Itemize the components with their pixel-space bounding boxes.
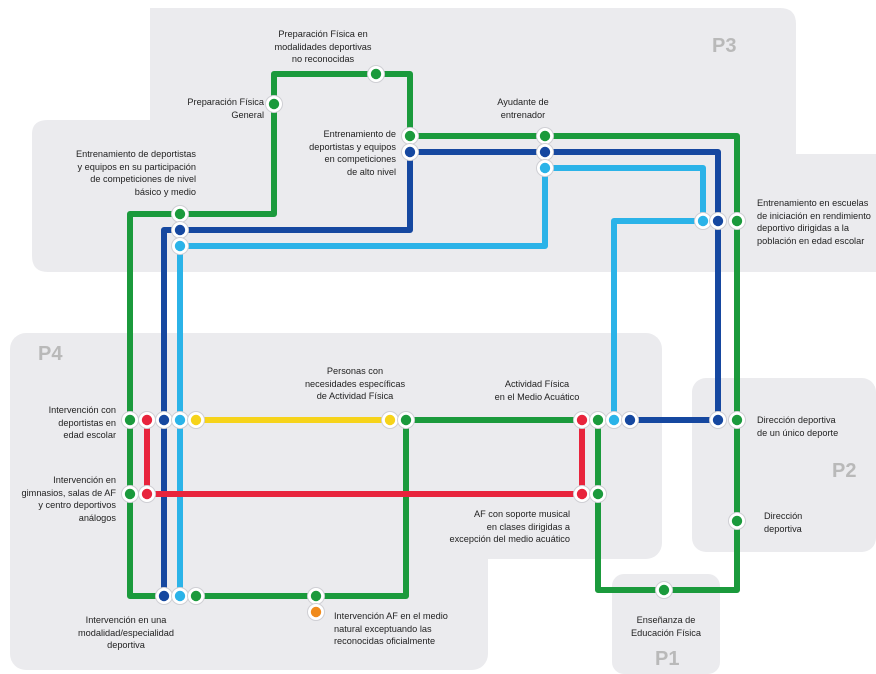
station-dot-light-blue xyxy=(174,590,186,602)
label-direccion: Dirección deportiva xyxy=(764,511,803,534)
station-dot-dark-blue xyxy=(712,215,724,227)
station-dot-light-blue xyxy=(174,414,186,426)
station-dot-red xyxy=(141,414,153,426)
label-modalidad: Intervención en una modalidad/especialid… xyxy=(77,615,175,650)
station-dot-green xyxy=(310,590,322,602)
station-dot-orange xyxy=(310,606,322,618)
label-edad-escolar: Intervención con deportistas en edad esc… xyxy=(48,405,116,440)
zone-label-p1: P1 xyxy=(655,648,680,670)
station-dot-green xyxy=(592,414,604,426)
label-necesidades: Personas con necesidades específicas de … xyxy=(304,366,406,401)
stations xyxy=(121,65,746,621)
station-dot-green xyxy=(731,414,743,426)
zone-label-p2: P2 xyxy=(832,460,857,482)
zone-p1-area xyxy=(612,574,720,674)
station-dot-green xyxy=(370,68,382,80)
station-dot-light-blue xyxy=(174,240,186,252)
station-dot-green xyxy=(404,130,416,142)
station-dot-dark-blue xyxy=(624,414,636,426)
station-dot-green xyxy=(658,584,670,596)
label-ent-alto-nivel: Entrenamiento de deportistas y equipos e… xyxy=(309,129,396,177)
station-dot-green xyxy=(731,515,743,527)
label-direccion-unico: Dirección deportiva de un único deporte xyxy=(757,415,839,438)
station-dot-dark-blue xyxy=(174,224,186,236)
station-dot-green xyxy=(539,130,551,142)
label-ayudante: Ayudante de entrenador xyxy=(497,97,549,120)
station-dot-red xyxy=(576,414,588,426)
station-dot-dark-blue xyxy=(539,146,551,158)
zone-p3-area xyxy=(32,8,876,272)
label-medio-natural: Intervención AF en el medio natural exce… xyxy=(334,611,448,646)
station-dot-green xyxy=(731,215,743,227)
label-soporte-musical: AF con soporte musical en clases dirigid… xyxy=(449,509,570,544)
label-pf-no-reconocidas: Preparación Física en modalidades deport… xyxy=(274,29,372,64)
station-dot-dark-blue xyxy=(712,414,724,426)
station-dot-red xyxy=(141,488,153,500)
station-dot-light-blue xyxy=(697,215,709,227)
line-red xyxy=(144,417,585,497)
station-dot-green xyxy=(400,414,412,426)
zone-label-p3: P3 xyxy=(712,35,737,57)
station-dot-green xyxy=(592,488,604,500)
station-dot-red xyxy=(576,488,588,500)
label-ent-escuelas: Entrenamiento en escuelas de iniciación … xyxy=(757,198,871,246)
station-dot-light-blue xyxy=(539,162,551,174)
label-ent-basico-medio: Entrenamiento de deportistas y equipos e… xyxy=(75,149,196,197)
zone-backgrounds xyxy=(10,8,876,674)
label-gimnasios: Intervención en gimnasios, salas de AF y… xyxy=(21,475,116,523)
zone-label-p4: P4 xyxy=(38,343,63,365)
label-pf-general: Preparación Física General xyxy=(187,97,264,120)
line-light-blue xyxy=(177,165,706,599)
station-dot-yellow xyxy=(384,414,396,426)
station-dot-green xyxy=(190,590,202,602)
station-dot-green xyxy=(124,488,136,500)
station-dot-green xyxy=(268,98,280,110)
station-dot-light-blue xyxy=(608,414,620,426)
station-dot-dark-blue xyxy=(158,590,170,602)
label-medio-acuatico: Actividad Física en el Medio Acuático xyxy=(494,379,580,402)
station-dot-yellow xyxy=(190,414,202,426)
station-dot-green xyxy=(174,208,186,220)
station-dot-dark-blue xyxy=(404,146,416,158)
station-dot-dark-blue xyxy=(158,414,170,426)
label-ensenanza: Enseñanza de Educación Física xyxy=(631,615,701,638)
station-dot-green xyxy=(124,414,136,426)
